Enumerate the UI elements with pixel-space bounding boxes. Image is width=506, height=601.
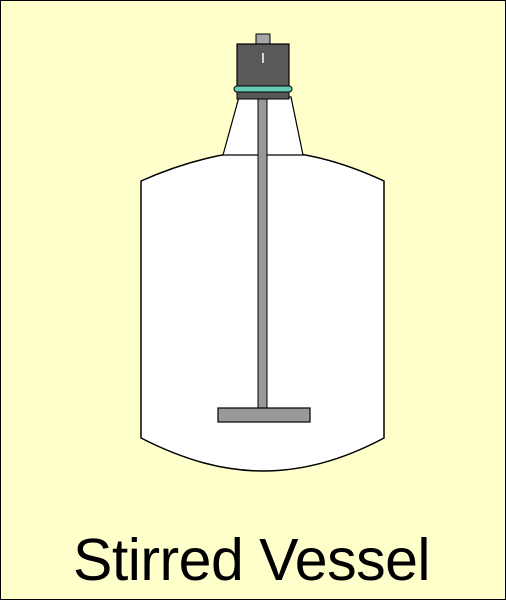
motor-base xyxy=(236,91,290,100)
diagram-caption: Stirred Vessel xyxy=(73,527,431,593)
motor-top-cap xyxy=(255,33,271,46)
motor-housing xyxy=(236,43,290,89)
agitator-shaft xyxy=(257,98,268,412)
coupling-ring xyxy=(233,85,293,93)
impeller-blade xyxy=(217,407,311,423)
